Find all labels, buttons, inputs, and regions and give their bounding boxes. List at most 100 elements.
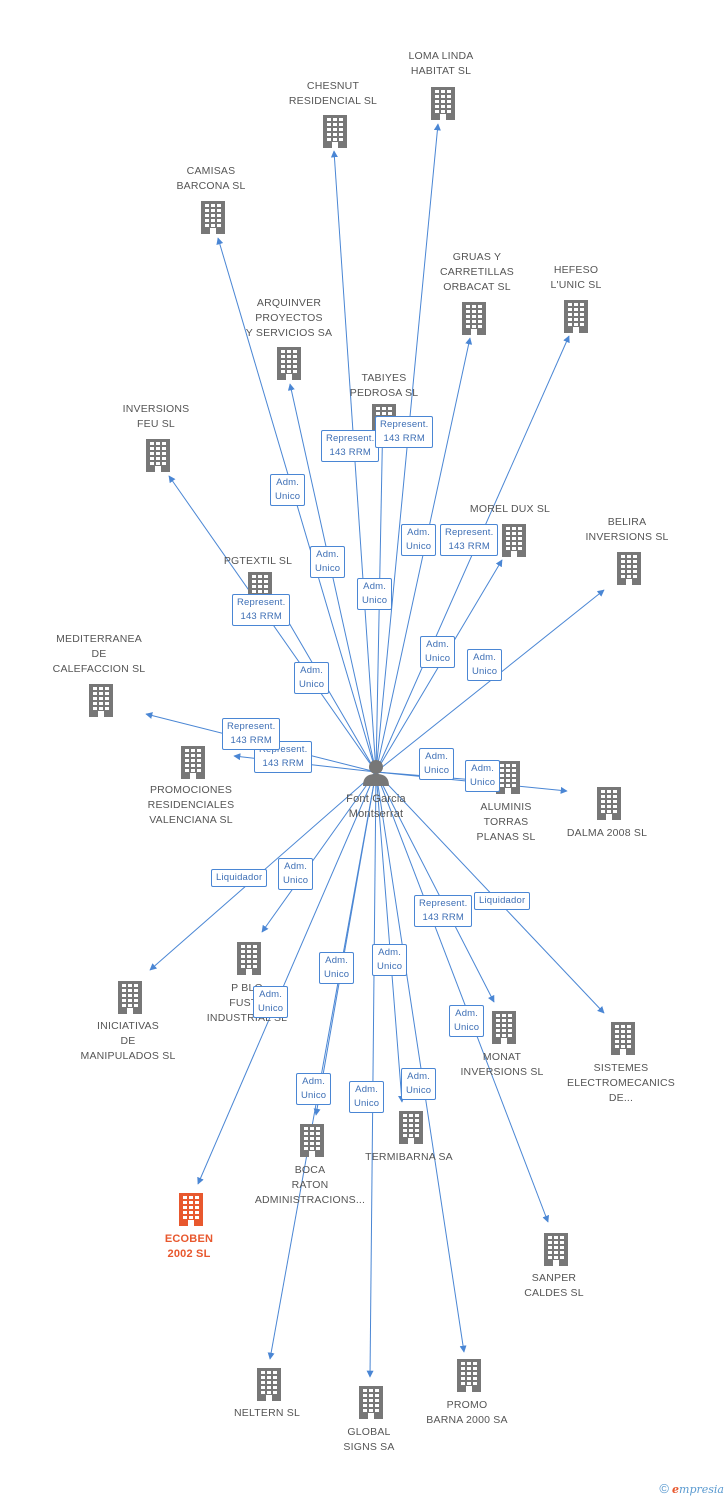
edge-to-monat <box>375 771 495 1003</box>
building-icon[interactable] <box>142 438 174 472</box>
company-label-aluminis[interactable]: ALUMINIS TORRAS PLANAS SL <box>431 800 581 845</box>
edge-to-neltern <box>267 771 377 1360</box>
role-badge: Adm. Unico <box>319 952 355 984</box>
building-icon[interactable] <box>233 941 265 975</box>
company-name-line: GRUAS Y <box>452 251 502 263</box>
building-icon[interactable] <box>273 346 305 380</box>
company-name-line: INVERSIONS <box>122 403 190 415</box>
building-icon[interactable] <box>593 786 625 820</box>
company-label-gruas[interactable]: GRUAS Y CARRETILLAS ORBACAT SL <box>402 250 552 295</box>
building-icon[interactable] <box>296 1123 328 1157</box>
building-icon[interactable] <box>540 1232 572 1266</box>
building-icon[interactable] <box>427 86 459 120</box>
role-badge: Adm. Unico <box>449 1005 485 1037</box>
company-name-line: 2002 SL <box>167 1248 211 1260</box>
building-icon[interactable] <box>498 523 530 557</box>
role-badge: Adm. Unico <box>294 662 330 694</box>
role-badge: Represent. 143 RRM <box>414 895 473 927</box>
brand-logo-e: e <box>672 1483 680 1496</box>
building-icon[interactable] <box>197 200 229 234</box>
building-icon[interactable] <box>355 1385 387 1419</box>
company-name-line: VALENCIANA SL <box>149 814 233 826</box>
company-name-line: TERMIBARNA SA <box>365 1151 453 1163</box>
role-badge: Adm. Unico <box>270 474 306 506</box>
company-name-line: P BLO <box>231 982 263 994</box>
company-name-line: L'UNIC SL <box>550 279 602 291</box>
role-badge: Adm. Unico <box>420 636 456 668</box>
building-icon[interactable] <box>458 301 490 335</box>
role-badge: Adm. Unico <box>278 858 314 890</box>
role-badge: Adm. Unico <box>253 986 289 1018</box>
company-name-line: PLANAS SL <box>476 831 536 843</box>
building-icon[interactable] <box>177 745 209 779</box>
building-icon[interactable] <box>395 1110 427 1144</box>
company-name-line: ALUMINIS <box>480 801 532 813</box>
company-label-neltern[interactable]: NELTERN SL <box>192 1406 342 1421</box>
company-name-line: INDUSTRIAL SL <box>206 1012 288 1024</box>
company-label-morel-dux[interactable]: MOREL DUX SL <box>435 502 585 517</box>
brand-logo-text: mpresia <box>679 1483 724 1496</box>
company-label-ecoben[interactable]: ECOBEN 2002 SL <box>114 1232 264 1262</box>
building-icon[interactable] <box>607 1021 639 1055</box>
company-name-line: SANPER <box>531 1272 577 1284</box>
edge-to-arquinver <box>287 383 377 773</box>
role-badge: Adm. Unico <box>372 944 408 976</box>
role-badge: Adm. Unico <box>467 649 503 681</box>
company-name-line: TABIYES <box>361 372 407 384</box>
role-badge: Represent. 143 RRM <box>232 594 291 626</box>
person-name-line: Montserrat <box>348 808 404 820</box>
building-icon[interactable] <box>175 1192 207 1226</box>
company-label-hefeso[interactable]: HEFESO L'UNIC SL <box>501 263 651 293</box>
role-badge: Adm. Unico <box>310 546 346 578</box>
building-icon[interactable] <box>560 299 592 333</box>
company-label-tabiyes[interactable]: TABIYES PEDROSA SL <box>309 371 459 401</box>
company-name-line: MONAT <box>482 1051 522 1063</box>
company-name-line: ELECTROMECANICS <box>566 1077 675 1089</box>
company-label-dalma[interactable]: DALMA 2008 SL <box>532 826 682 841</box>
company-name-line: CARRETILLAS <box>440 266 514 278</box>
company-name-line: HEFESO <box>553 264 599 276</box>
company-label-termibarna[interactable]: TERMIBARNA SA <box>334 1150 484 1165</box>
building-icon[interactable] <box>319 114 351 148</box>
building-icon[interactable] <box>253 1367 285 1401</box>
edge-to-pblo <box>261 771 377 933</box>
building-icon[interactable] <box>453 1358 485 1392</box>
company-label-pgtextil[interactable]: PGTEXTIL SL <box>183 554 333 569</box>
building-icon[interactable] <box>114 980 146 1014</box>
role-badge: Adm. Unico <box>401 524 437 556</box>
edge-to-global-signs <box>366 771 377 1378</box>
company-name-line: PEDROSA SL <box>349 387 419 399</box>
company-name-line: ORBACAT SL <box>443 281 511 293</box>
company-name-line: DE <box>91 648 107 660</box>
building-icon[interactable] <box>613 551 645 585</box>
person-icon[interactable] <box>362 758 390 786</box>
company-name-line: SISTEMES <box>593 1062 649 1074</box>
company-name-line: PROMO <box>446 1399 488 1411</box>
building-icon[interactable] <box>488 1010 520 1044</box>
role-badge: Liquidador <box>474 892 531 910</box>
building-icon[interactable] <box>85 683 117 717</box>
company-name-line: TORRAS <box>483 816 529 828</box>
company-name-line: NELTERN SL <box>234 1407 300 1419</box>
company-name-line: ECOBEN <box>164 1233 214 1245</box>
company-name-line: BARCONA SL <box>176 180 246 192</box>
role-badge: Adm. Unico <box>296 1073 332 1105</box>
